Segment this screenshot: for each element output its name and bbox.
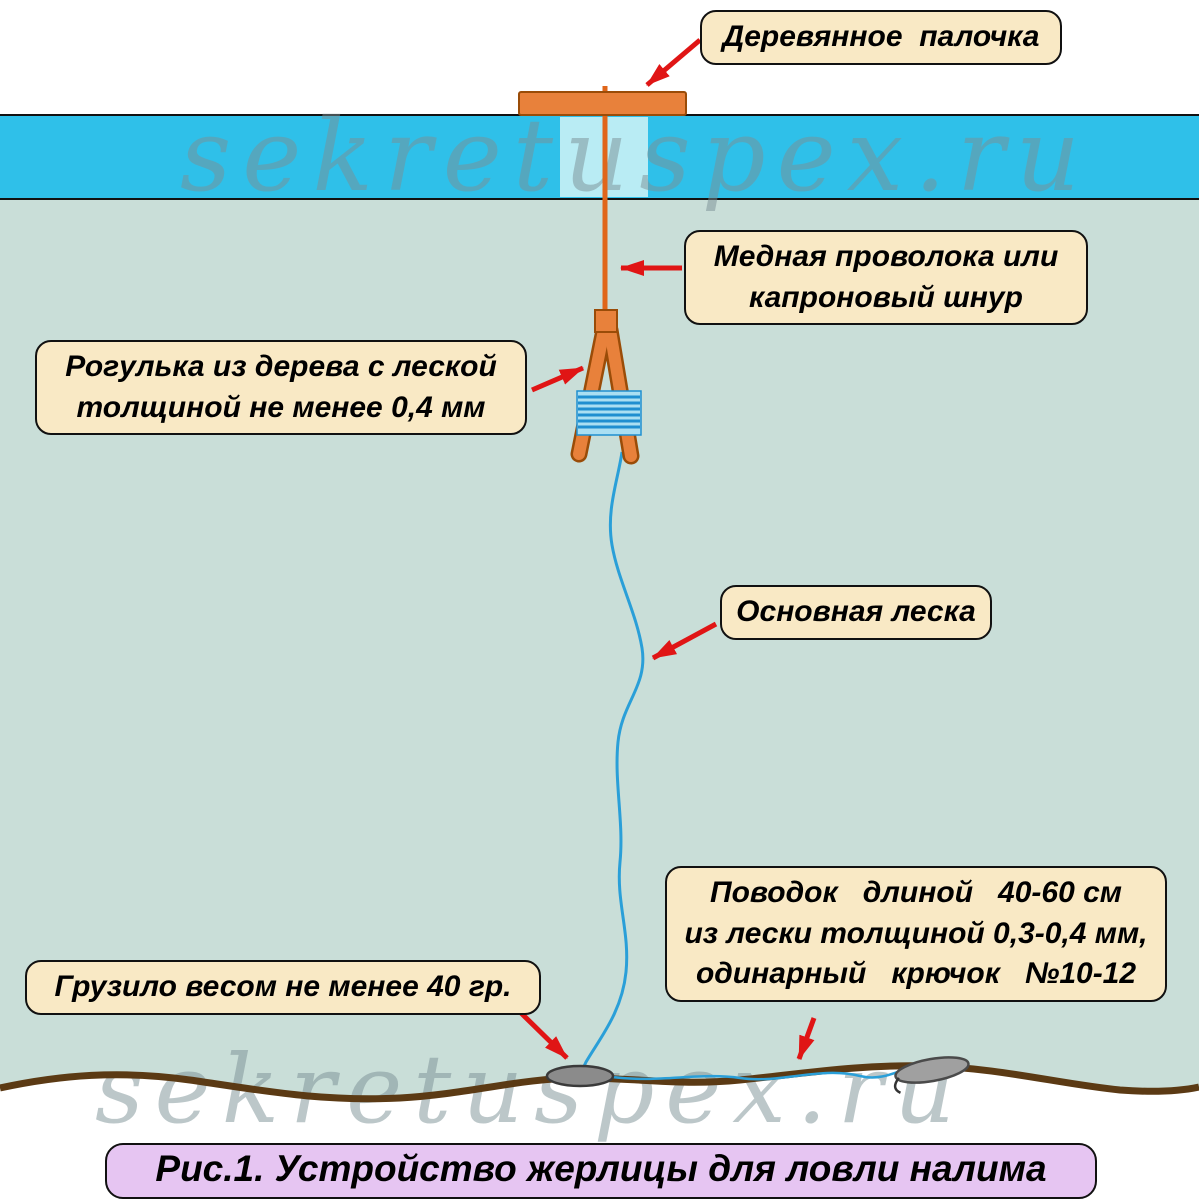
main-fishing-line	[580, 451, 645, 1075]
callout-stick: Деревянное палочка	[700, 10, 1062, 65]
wooden-stick	[518, 91, 687, 116]
arrow-to-stick	[645, 38, 702, 87]
callout-sinker-text: Грузило весом не менее 40 гр.	[54, 970, 512, 1003]
callout-fork-line1: Рогулька из дерева с леской	[65, 350, 497, 383]
arrow-to-sinker	[516, 1008, 569, 1060]
hook-with-bait	[893, 1056, 970, 1094]
sinker-weight	[545, 1064, 615, 1088]
leader-line	[611, 1067, 907, 1081]
callout-leader-line2: из лески толщиной 0,3-0,4 мм,	[684, 916, 1148, 950]
callout-fork-line2: толщиной не менее 0,4 мм	[76, 390, 486, 424]
callout-leader: Поводок длиной 40-60 см из лески толщино…	[665, 866, 1167, 1002]
figure-caption: Рис.1. Устройство жерлицы для ловли нали…	[105, 1143, 1097, 1199]
callout-fork: Рогулька из дерева с леской толщиной не …	[35, 340, 527, 435]
callout-wire: Медная проволока или капроновый шнур	[684, 230, 1088, 325]
callout-mainline-text: Основная леска	[736, 595, 976, 628]
callout-wire-line2: капроновый шнур	[749, 280, 1023, 314]
line-winding	[576, 390, 642, 436]
pointer-arrows	[516, 38, 817, 1060]
arrow-to-mainline	[651, 621, 718, 661]
callout-wire-line1: Медная проволока или	[713, 240, 1059, 273]
callout-mainline: Основная леска	[720, 585, 992, 640]
arrow-to-leader	[796, 1017, 817, 1060]
callout-leader-line1: Поводок длиной 40-60 см	[710, 876, 1122, 909]
callout-sinker: Грузило весом не менее 40 гр.	[25, 960, 541, 1015]
arrow-to-fork	[531, 365, 584, 393]
callout-stick-text: Деревянное палочка	[722, 20, 1040, 53]
callout-leader-line3: одинарный крючок №10-12	[695, 957, 1137, 990]
